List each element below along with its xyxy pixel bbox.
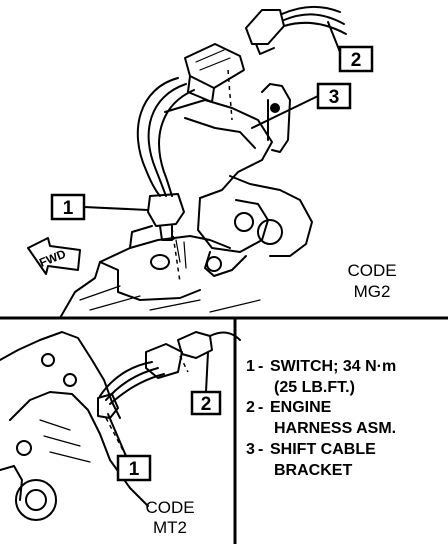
legend-item-1-line1: SWITCH; 34 N·m bbox=[270, 358, 396, 375]
callout-1-top-label: 1 bbox=[63, 198, 74, 219]
svg-text:-: - bbox=[258, 399, 263, 416]
legend-item-3-line2: BRACKET bbox=[274, 462, 352, 479]
callout-2-bottom: 2 bbox=[190, 351, 222, 416]
callout-1-bottom: 1 bbox=[107, 413, 152, 482]
callout-1-top: 1 bbox=[50, 193, 149, 221]
code-mg2-line2: MG2 bbox=[354, 282, 391, 301]
legend-item-1: 1 - SWITCH; 34 N·m (25 LB.FT.) bbox=[246, 358, 396, 396]
code-mg2-line1: CODE bbox=[347, 261, 396, 280]
callout-2-top: 2 bbox=[327, 21, 374, 73]
fwd-arrow-icon bbox=[27, 237, 81, 275]
legend-item-1-number: 1 bbox=[246, 358, 255, 375]
legend-item-3: 3 - SHIFT CABLE BRACKET bbox=[246, 441, 376, 479]
legend: 1 - SWITCH; 34 N·m (25 LB.FT.) 2 - ENGIN… bbox=[246, 358, 396, 479]
legend-item-2-number: 2 bbox=[246, 399, 255, 416]
callout-2-bottom-label: 2 bbox=[201, 394, 212, 415]
legend-item-2: 2 - ENGINE HARNESS ASM. bbox=[246, 399, 396, 437]
svg-text:-: - bbox=[258, 358, 263, 375]
callout-2-top-label: 2 bbox=[351, 50, 362, 71]
mt2-illustration bbox=[0, 331, 241, 521]
legend-item-1-line2: (25 LB.FT.) bbox=[274, 379, 355, 396]
callout-3-top-label: 3 bbox=[329, 87, 340, 108]
callout-1-bottom-label: 1 bbox=[129, 459, 140, 480]
legend-item-3-number: 3 bbox=[246, 441, 255, 458]
code-mt2-line1: CODE bbox=[145, 498, 194, 517]
legend-item-2-line1: ENGINE bbox=[270, 399, 332, 416]
mg2-illustration bbox=[27, 6, 347, 319]
svg-text:-: - bbox=[258, 441, 263, 458]
code-mt2-line2: MT2 bbox=[153, 518, 187, 537]
legend-item-2-line2: HARNESS ASM. bbox=[274, 420, 396, 437]
callout-3-top: 3 bbox=[251, 82, 352, 129]
legend-item-3-line1: SHIFT CABLE bbox=[270, 441, 376, 458]
